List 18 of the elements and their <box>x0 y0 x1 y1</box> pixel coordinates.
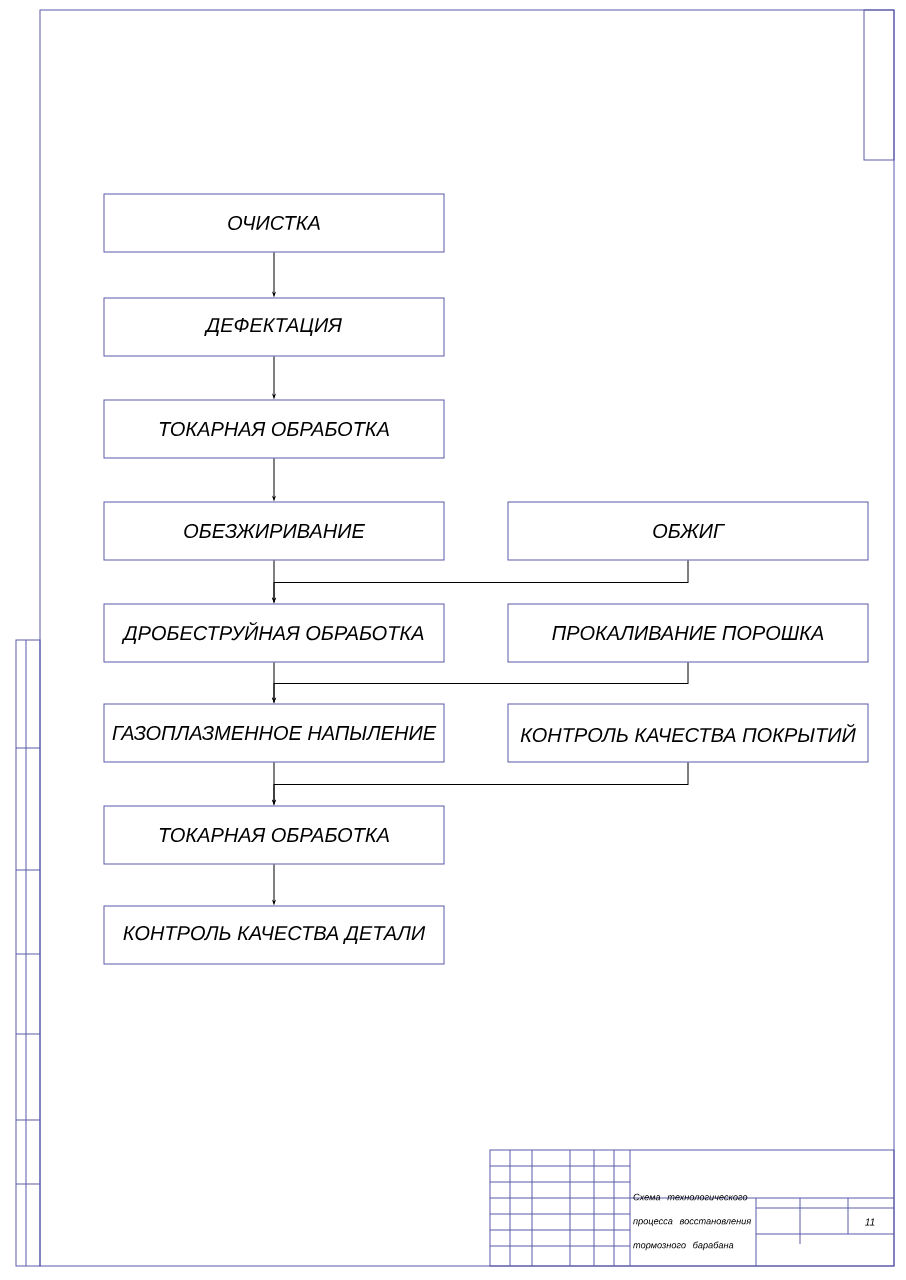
process-box: ПРОКАЛИВАНИЕ ПОРОШКА <box>507 603 869 663</box>
process-box: ОБЕЗЖИРИВАНИЕ <box>103 501 445 561</box>
process-box: КОНТРОЛЬ КАЧЕСТВА ПОКРЫТИЙ <box>507 703 869 763</box>
process-box: ОЧИСТКА <box>103 193 445 253</box>
process-box: ТОКАРНАЯ ОБРАБОТКА <box>103 399 445 459</box>
process-box: ГАЗОПЛАЗМЕННОЕ НАПЫЛЕНИЕ <box>103 703 445 763</box>
process-box: ТОКАРНАЯ ОБРАБОТКА <box>103 805 445 865</box>
arrow <box>272 458 276 501</box>
process-box: ОБЖИГ <box>507 501 869 561</box>
arrow <box>272 560 689 603</box>
arrow <box>272 252 276 297</box>
arrow <box>272 662 689 703</box>
arrow <box>272 356 276 399</box>
arrow <box>272 864 276 905</box>
arrow <box>272 762 689 805</box>
process-box: КОНТРОЛЬ КАЧЕСТВА ДЕТАЛИ <box>103 905 445 965</box>
process-box: ДЕФЕКТАЦИЯ <box>103 297 445 357</box>
process-box: ДРОБЕСТРУЙНАЯ ОБРАБОТКА <box>103 603 445 663</box>
